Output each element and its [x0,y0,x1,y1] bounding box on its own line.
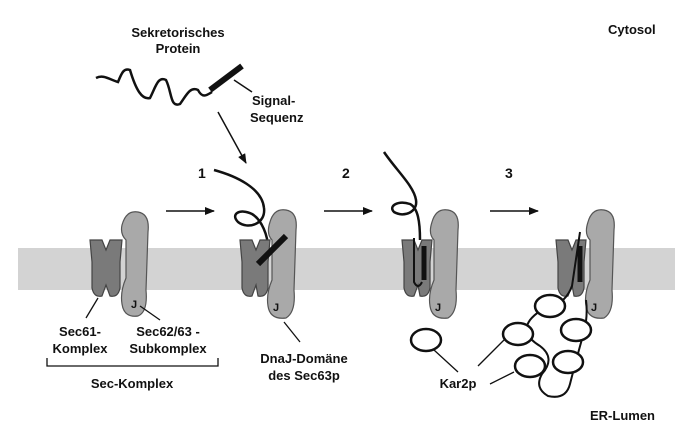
step-number-2: 2 [342,165,350,181]
signal-sequence-pointer [233,79,253,93]
kar2p-label: Kar2p [440,376,477,391]
j-domain-label-2: J [273,302,279,314]
sec61-complex-1 [89,239,123,297]
sec61-pointer [85,297,99,319]
secretory-protein-label-line2: Protein [156,41,201,56]
sec61-label-line1: Sec61- [59,324,101,339]
signal-sequence-bound [255,233,289,267]
sec61-label-line2: Komplex [53,341,109,356]
sec6263-subcomplex-3 [428,209,459,319]
kar2p-pointer-3 [489,371,515,385]
sec6263-label-line1: Sec62/63 - [136,324,200,339]
sec61-complex-3 [401,239,433,297]
secretory-protein-label-line1: Sekretorisches [131,25,224,40]
sec-complex-bracket [46,358,219,367]
sec6263-subcomplex-1 [120,211,149,317]
sec-complex-label: Sec-Komplex [91,376,174,391]
sec6263-subcomplex-4 [584,209,615,319]
kar2p-pointer-1 [433,349,459,373]
kar2p-pointer-2 [477,339,505,367]
signal-sequence-label-line2: Sequenz [250,110,304,125]
targeting-arrow [217,111,247,164]
protein-loop-step1 [213,168,270,249]
sec6263-pointer [139,305,161,321]
signal-sequence-label-line1: Signal- [252,93,295,108]
j-domain-label-1: J [131,299,137,311]
kar2p-bound-4 [513,353,547,379]
er-lumen-label: ER-Lumen [590,408,655,423]
sec61-complex-2 [239,239,271,297]
dnaj-label-line2: des Sec63p [268,368,340,383]
j-domain-label-3: J [435,302,441,314]
chain-hairpin [413,238,423,287]
kar2p-bound-2 [501,321,535,347]
sec6263-label-line2: Subkomplex [129,341,207,356]
j-domain-label-4: J [591,302,597,314]
kar2p-bound-3 [559,317,593,343]
dnaj-label-line1: DnaJ-Domäne [260,351,347,366]
kar2p-bound-5 [551,349,585,375]
signal-sequence [208,63,244,93]
protein-loop-step2 [382,151,422,241]
kar2p-free [409,327,443,353]
cytosol-label: Cytosol [608,22,656,37]
secretory-protein-chain [95,68,213,106]
kar2p-bound-1 [533,293,567,319]
sec6263-subcomplex-2 [266,209,297,319]
dnaj-pointer [283,321,301,343]
step-number-3: 3 [505,165,513,181]
step-number-1: 1 [198,165,206,181]
